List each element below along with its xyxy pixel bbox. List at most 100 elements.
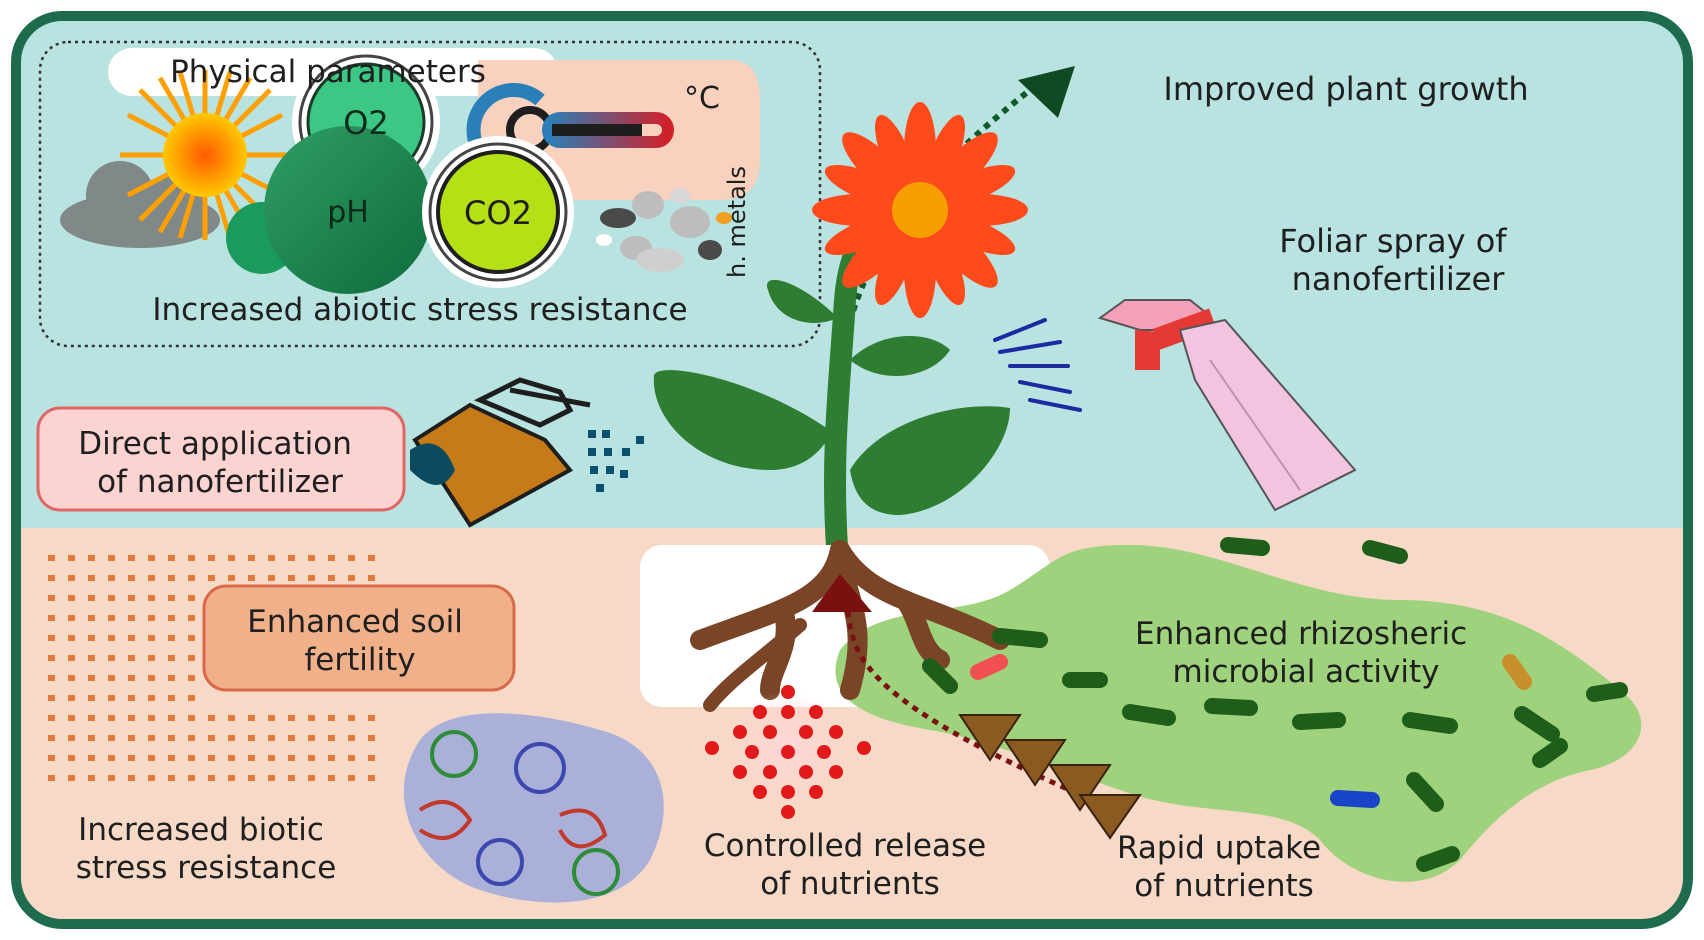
physical-parameters-label: Physical parameters [170,54,486,90]
soil-dot [308,555,315,561]
soil-dot [48,775,55,781]
soil-dot [168,775,175,781]
soil-dot [168,715,175,721]
release-dot [817,745,831,759]
soil-dot [68,555,75,561]
soil-dot [48,695,55,701]
soil-dot [348,715,355,721]
direct-application-box [36,406,406,512]
microbe [1122,704,1176,726]
release-dot [745,745,759,759]
soil-dot [248,775,255,781]
soil-dot [208,575,215,581]
soil-dot [208,555,215,561]
rapid-uptake-label: Rapid uptake of nutrients [1117,830,1331,904]
uptake-arrow [812,574,1111,811]
soil-dot [88,675,95,681]
soil-dot [228,715,235,721]
release-dot [705,741,719,755]
soil-dot [128,555,135,561]
soil-fertility-line-1: Enhanced soil [247,604,463,640]
soil-dot [308,715,315,721]
heavy-metal-pebbles [596,188,732,272]
soil-dot [68,775,75,781]
soil-dot [188,615,195,621]
microbe [1330,790,1380,808]
soil-dot [48,715,55,721]
release-dot [829,725,843,739]
soil-dot [228,755,235,761]
release-dot [799,765,813,779]
soil-dot [308,735,315,741]
foliar-spray-label: Foliar spray of nanofertilizer [1279,222,1516,298]
microbe [1362,540,1408,564]
soil-dot [88,555,95,561]
soil-dot [188,675,195,681]
release-dot [809,705,823,719]
celsius-label: °C [684,81,720,116]
pathogen-blob [403,713,664,903]
soil-dot [368,555,375,561]
plant-icon [653,209,1010,571]
soil-dot [48,755,55,761]
soil-dot [248,575,255,581]
rhizospheric-line-1: Enhanced rhizosheric [1135,616,1467,652]
foliar-spray-line-1: Foliar spray of [1279,222,1507,260]
soil-dot [48,735,55,741]
soil-dot [68,615,75,621]
soil-dot [308,775,315,781]
release-dot [781,705,795,719]
soil-dot [68,655,75,661]
soil-dot [108,695,115,701]
soil-dot [288,575,295,581]
soil-dot [108,575,115,581]
soil-dot [108,775,115,781]
direct-spray-bottle [410,377,591,528]
soil-dot [368,735,375,741]
controlled-release-dots [705,685,871,819]
soil-dot [128,735,135,741]
soil-dot [248,755,255,761]
soil-dot [128,715,135,721]
microbe [1514,706,1560,742]
soil-dot [88,755,95,761]
soil-dot [188,635,195,641]
uptake-triangles [958,714,1142,840]
soil-fertility-line-2: fertility [304,642,415,678]
soil-dot [148,755,155,761]
soil-dot [188,655,195,661]
release-dot [809,785,823,799]
soil-dot [148,595,155,601]
soil-dot [68,755,75,761]
soil-dot [128,575,135,581]
root-icon [690,540,1010,712]
release-dot [753,705,767,719]
soil-dot [168,675,175,681]
soil-dot [168,655,175,661]
direct-application-label: Direct application of nanofertilizer [78,426,362,500]
microbe [1532,738,1568,768]
soil-dot [268,555,275,561]
co2-bubble [422,136,574,288]
soil-dot [108,635,115,641]
rapid-uptake-line-2: of nutrients [1134,868,1314,904]
soil-fertility-label: Enhanced soil fertility [247,604,472,678]
soil-dot [368,755,375,761]
soil-dot [348,755,355,761]
release-dot [857,741,871,755]
soil-dot [88,715,95,721]
soil-dot [168,595,175,601]
soil-dot [188,695,195,701]
microbe [1220,537,1270,556]
microbe [1586,682,1628,702]
soil-dot [228,555,235,561]
soil-dot [48,575,55,581]
soil-dot [328,575,335,581]
controlled-release-label: Controlled release of nutrients [704,828,996,902]
soil-dot [188,715,195,721]
soil-dot [128,655,135,661]
direct-application-line-1: Direct application [78,426,352,462]
soil-dot [168,635,175,641]
heavy-metals-label: h. metals [723,166,751,278]
